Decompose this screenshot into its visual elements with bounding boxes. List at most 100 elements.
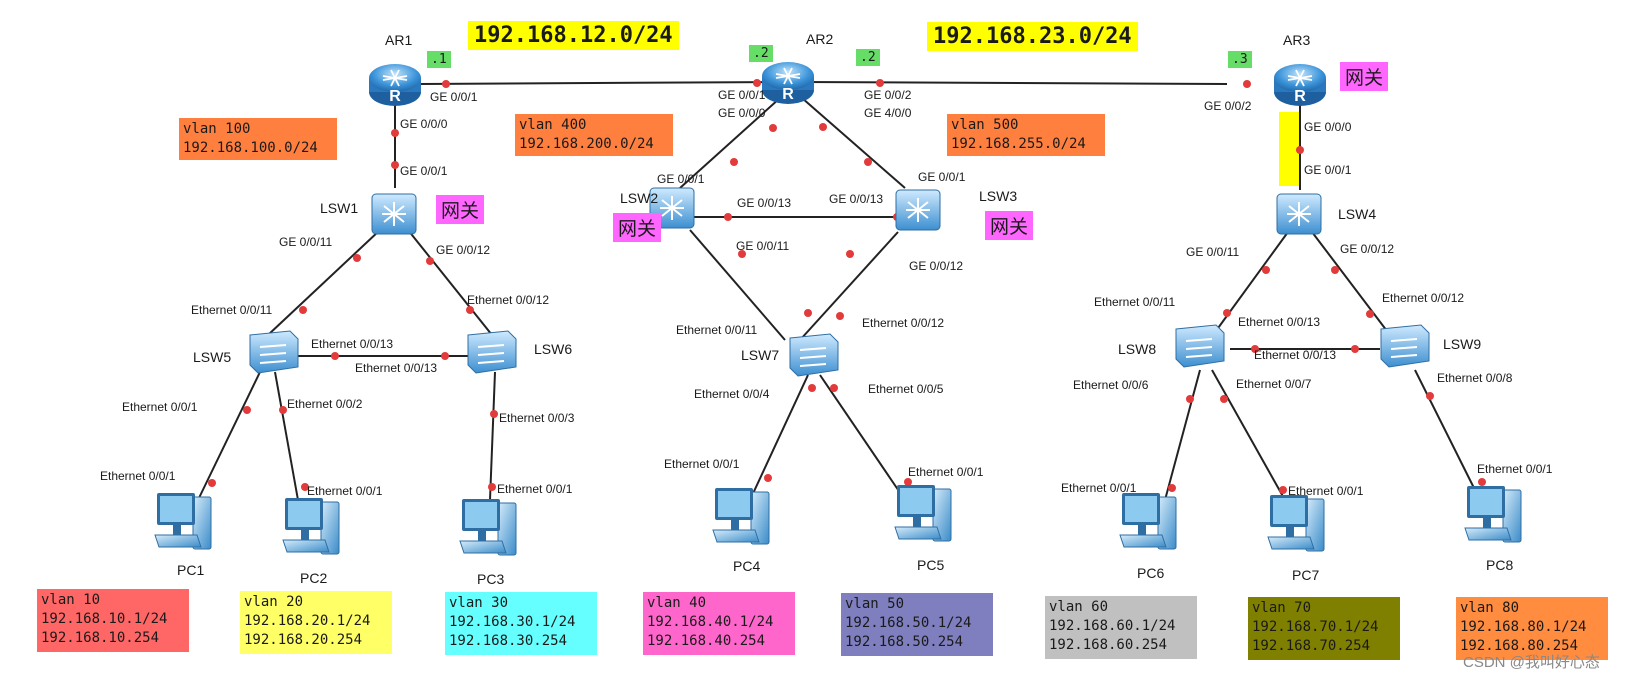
port-label: Ethernet 0/0/13 — [355, 361, 438, 375]
pc-ip: 192.168.40.1/24 — [647, 614, 774, 630]
port-label: Ethernet 0/0/11 — [1094, 295, 1176, 309]
port-dot — [391, 161, 399, 169]
port-dot — [819, 123, 827, 131]
port-dot — [279, 406, 287, 414]
device-label-lsw5: LSW5 — [193, 349, 232, 365]
port-dot — [1426, 392, 1434, 400]
link-lsw5-pc1 — [197, 371, 261, 501]
port-label: Ethernet 0/0/1 — [307, 484, 383, 498]
port-label: Ethernet 0/0/4 — [694, 387, 770, 401]
port-label: GE 0/0/1 — [400, 164, 448, 178]
port-label: Ethernet 0/0/1 — [122, 400, 198, 414]
device-label-pc4: PC4 — [733, 558, 761, 574]
vlan-id: vlan 50 — [845, 596, 905, 612]
link-lsw1-lsw6 — [407, 229, 493, 336]
port-dot — [876, 79, 884, 87]
port-label: Ethernet 0/0/2 — [287, 397, 363, 411]
port-label: GE 0/0/0 — [718, 106, 766, 120]
device-label-lsw1: LSW1 — [320, 200, 359, 216]
pc-icon — [712, 488, 770, 545]
device-label-lsw9: LSW9 — [1443, 336, 1482, 352]
pc-ip: 192.168.10.1/24 — [41, 611, 168, 627]
gateway-label-lsw2: 网关 — [613, 213, 662, 242]
link-lsw8-pc6 — [1164, 369, 1201, 501]
port-dot — [488, 483, 496, 491]
vlan-id: vlan 60 — [1049, 599, 1109, 615]
pc-icon — [1267, 495, 1325, 552]
port-dot — [1243, 80, 1251, 88]
port-label: Ethernet 0/0/1 — [497, 482, 573, 496]
port-label: GE 0/0/11 — [279, 235, 333, 249]
port-dot — [836, 312, 844, 320]
switch-icon — [1380, 324, 1430, 368]
port-dot — [769, 124, 777, 132]
port-dot — [442, 80, 450, 88]
port-label: Ethernet 0/0/12 — [467, 293, 550, 307]
pc-gateway: 192.168.40.254 — [647, 633, 766, 649]
router-icon: R — [1274, 64, 1326, 106]
port-label: Ethernet 0/0/13 — [1238, 315, 1321, 329]
port-dot — [1279, 486, 1287, 494]
port-dot — [904, 478, 912, 486]
device-label-ar1: AR1 — [385, 32, 413, 48]
port-label: Ethernet 0/0/12 — [1382, 291, 1465, 305]
device-label-pc7: PC7 — [1292, 567, 1320, 583]
port-label: Ethernet 0/0/8 — [1437, 371, 1513, 385]
link-lsw5-pc2 — [274, 371, 299, 501]
pc-icon — [894, 485, 952, 542]
svg-text:R: R — [389, 88, 401, 105]
port-dot — [830, 384, 838, 392]
port-label: Ethernet 0/0/1 — [1288, 484, 1364, 498]
port-label: GE 0/0/1 — [1304, 163, 1352, 177]
port-dot — [299, 306, 307, 314]
port-label: Ethernet 0/0/13 — [311, 337, 394, 351]
device-label-lsw4: LSW4 — [1338, 206, 1377, 222]
device-label-lsw6: LSW6 — [534, 341, 573, 357]
link-lsw7-pc5 — [819, 374, 906, 501]
port-dot — [243, 406, 251, 414]
pc-icon — [459, 499, 517, 556]
vlan-id: vlan 40 — [647, 595, 707, 611]
switch-icon — [249, 330, 299, 374]
port-label: Ethernet 0/0/1 — [664, 457, 740, 471]
pc-icon — [154, 493, 212, 550]
vlan-network: 192.168.200.0/24 — [519, 136, 654, 152]
router-icon: R — [762, 62, 814, 104]
port-label: GE 0/0/1 — [918, 170, 966, 184]
vlan-network: 192.168.100.0/24 — [183, 140, 318, 156]
port-label: Ethernet 0/0/1 — [908, 465, 984, 479]
port-label: Ethernet 0/0/11 — [191, 303, 273, 317]
device-label-pc3: PC3 — [477, 571, 505, 587]
pc-gateway: 192.168.50.254 — [845, 634, 964, 650]
link-lsw7-pc4 — [749, 374, 809, 501]
pc-gateway: 192.168.10.254 — [41, 630, 160, 646]
port-label: Ethernet 0/0/13 — [1254, 348, 1337, 362]
port-dot — [804, 309, 812, 317]
port-label: GE 0/0/2 — [864, 88, 912, 102]
pc-ip: 192.168.30.1/24 — [449, 614, 576, 630]
link-lsw2-lsw7 — [689, 229, 786, 341]
port-dot — [441, 352, 449, 360]
vlan-id: vlan 400 — [519, 117, 587, 133]
router-icon: R — [369, 64, 421, 106]
port-label: GE 0/0/12 — [436, 243, 491, 257]
svg-text:R: R — [1294, 88, 1306, 105]
watermark: CSDN @我叫好心态 — [1463, 654, 1600, 671]
pc-vlan-box-10: vlan 10 192.168.10.1/24 192.168.10.254 — [37, 589, 189, 652]
vlan-id: vlan 20 — [244, 594, 304, 610]
port-dot — [490, 410, 498, 418]
link-ar1-ar2 — [419, 81, 778, 85]
port-dot — [730, 158, 738, 166]
port-dot — [1351, 345, 1359, 353]
port-label: GE 0/0/11 — [736, 239, 790, 253]
port-dot — [301, 483, 309, 491]
port-label: GE 0/0/12 — [1340, 242, 1395, 256]
ar3-lsw4-link-highlight — [1279, 112, 1301, 186]
svg-text:R: R — [782, 86, 794, 103]
port-dot — [208, 479, 216, 487]
link-lsw4-lsw9 — [1311, 231, 1391, 336]
port-dot — [764, 474, 772, 482]
device-label-ar3: AR3 — [1283, 32, 1311, 48]
vlan-box-400: vlan 400 192.168.200.0/24 — [515, 114, 673, 156]
